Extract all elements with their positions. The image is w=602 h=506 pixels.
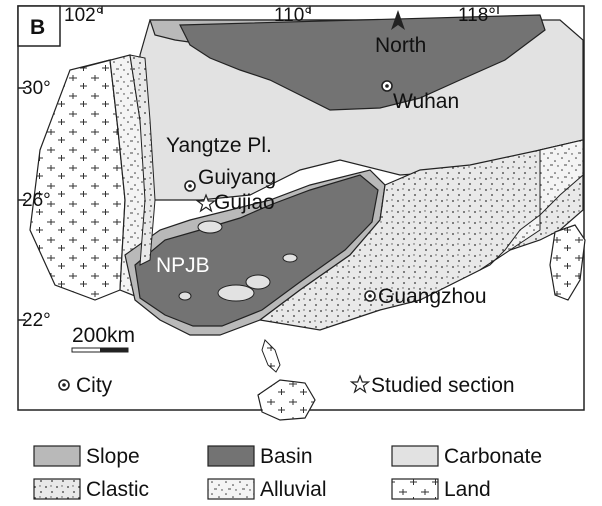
panel-label-box xyxy=(17,5,61,47)
legend-label-carbonate: Carbonate xyxy=(444,445,542,468)
island-hainan xyxy=(257,379,316,421)
city-marker-wuhan xyxy=(381,80,393,92)
legend-label-basin: Basin xyxy=(260,445,313,468)
alluvial-region-east xyxy=(479,139,584,271)
legend-label-clastic: Clastic xyxy=(86,478,149,501)
scale-bar-label: 200km xyxy=(72,324,135,347)
basin-north xyxy=(179,14,546,111)
studied-section-legend-icon xyxy=(349,374,371,394)
clastic-strip-west xyxy=(129,54,156,266)
city-label-wuhan: Wuhan xyxy=(393,90,459,113)
island-taiwan xyxy=(549,224,586,301)
region-label-platform: Yangtze Pl. xyxy=(166,134,272,157)
region-label-basin: NPJB xyxy=(156,254,210,277)
carbonate-island xyxy=(217,284,255,302)
lon-tick-label: 118° xyxy=(458,5,496,26)
legend-swatch-carbonate xyxy=(391,445,439,467)
legend-label-alluvial: Alluvial xyxy=(260,478,327,501)
legend-label-slope: Slope xyxy=(86,445,140,468)
panel-label: B xyxy=(30,16,45,39)
scale-bar-fill xyxy=(100,348,128,352)
studied-section-label: Gujiao xyxy=(214,191,275,214)
city-legend-label: City xyxy=(76,374,113,397)
legend-swatch-slope xyxy=(33,445,81,467)
city-marker-guangzhou xyxy=(364,290,376,302)
lon-tick-label: 102° xyxy=(64,5,103,26)
studied-section-legend-label: Studied section xyxy=(371,374,515,397)
island-small xyxy=(261,339,281,373)
lon-tick-label: 110° xyxy=(274,5,312,26)
legend-swatch-alluvial xyxy=(207,478,255,500)
lat-tick-label: 30° xyxy=(22,78,51,99)
legend-label-land: Land xyxy=(444,478,491,501)
carbonate-island xyxy=(245,274,271,290)
studied-section-star-icon xyxy=(195,193,217,213)
city-legend-icon xyxy=(58,379,70,391)
city-marker-guiyang xyxy=(184,180,196,192)
carbonate-island xyxy=(197,220,223,234)
legend-swatch-clastic xyxy=(33,478,81,500)
lat-tick-label: 26° xyxy=(22,190,51,211)
carbonate-island xyxy=(178,291,192,301)
north-label: North xyxy=(375,34,426,57)
lat-tick-label: 22° xyxy=(22,310,51,331)
north-arrow-icon xyxy=(391,10,405,30)
carbonate-island xyxy=(282,253,298,263)
city-label-guangzhou: Guangzhou xyxy=(378,285,487,308)
legend-swatch-basin xyxy=(207,445,255,467)
city-label-guiyang: Guiyang xyxy=(198,166,276,189)
legend-swatch-land xyxy=(391,478,439,500)
basin-npjb xyxy=(134,174,379,327)
